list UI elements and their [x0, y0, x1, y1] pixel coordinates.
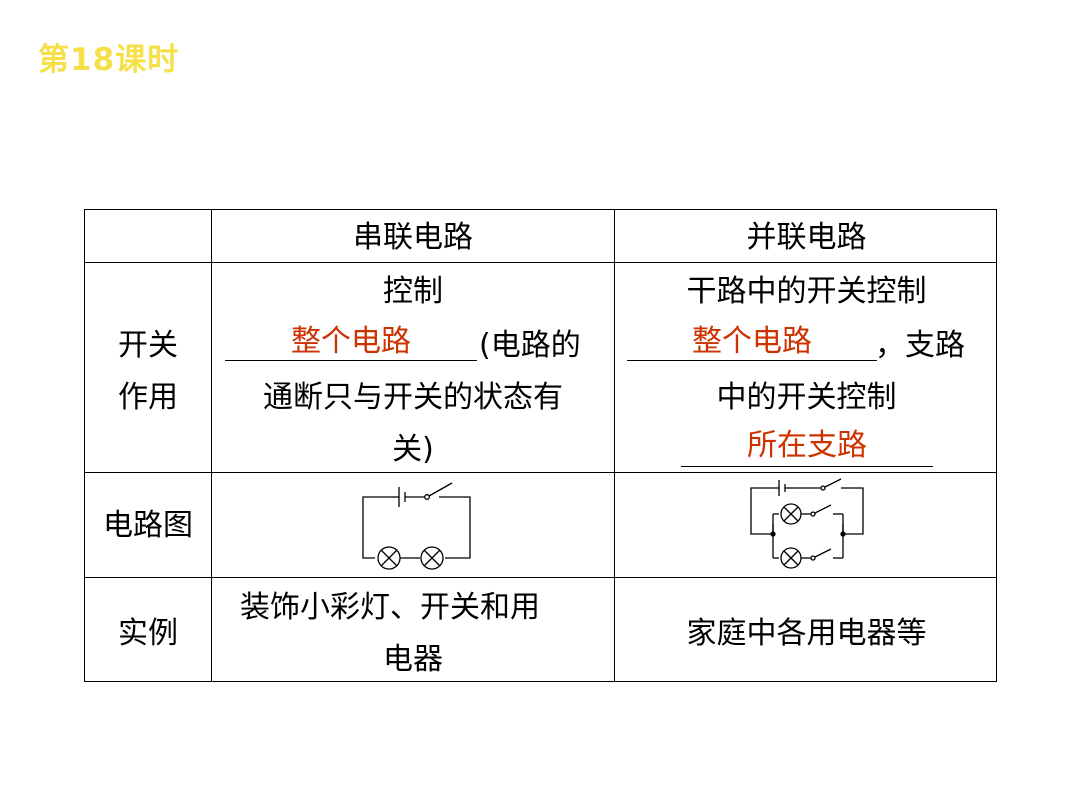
parallel-switch-line3: 中的开关控制 — [716, 380, 897, 415]
row-label-switch-line2: 作用 — [118, 380, 178, 415]
series-switch-line1: 控制 — [383, 274, 443, 309]
row-divider — [85, 262, 996, 263]
row-label-switch-line1: 开关 — [118, 328, 178, 363]
series-answer-blank — [225, 360, 477, 361]
header-parallel-circuit: 并联电路 — [746, 220, 867, 255]
series-switch-line4: 关) — [392, 432, 434, 467]
parallel-answer1-blank — [627, 360, 877, 361]
series-example-line1: 装饰小彩灯、开关和用 — [240, 590, 540, 625]
parallel-answer2-blank — [681, 466, 933, 467]
series-circuit-diagram — [362, 482, 471, 570]
parallel-switch-line2-suffix: ，支路 — [875, 328, 965, 363]
column-divider — [614, 210, 615, 681]
comparison-table: 串联电路 并联电路 开关 作用 控制 整个电路 (电路的 通断只与开关的状态有 … — [84, 209, 997, 682]
series-example-line2: 电器 — [383, 642, 443, 677]
row-divider — [85, 577, 996, 578]
row-label-diagram: 电路图 — [103, 508, 193, 543]
parallel-example: 家庭中各用电器等 — [686, 616, 927, 651]
lesson-title: 第18课时 — [38, 42, 180, 78]
parallel-switch-answer1: 整个电路 — [692, 324, 812, 359]
series-switch-line3: 通断只与开关的状态有 — [263, 380, 563, 415]
row-label-example: 实例 — [118, 616, 178, 651]
row-divider — [85, 472, 996, 473]
parallel-switch-answer2: 所在支路 — [747, 428, 867, 463]
column-divider — [211, 210, 212, 681]
series-switch-line2-suffix: (电路的 — [479, 328, 581, 363]
series-switch-answer: 整个电路 — [291, 324, 411, 359]
parallel-switch-line1: 干路中的开关控制 — [686, 274, 927, 309]
header-series-circuit: 串联电路 — [353, 220, 473, 255]
parallel-circuit-diagram — [750, 478, 864, 569]
